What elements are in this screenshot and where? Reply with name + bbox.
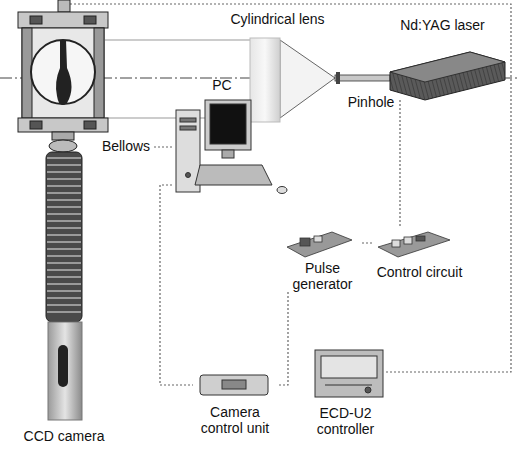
equipment-node: Camera control unit (193, 372, 277, 436)
bellows-rib (47, 171, 81, 173)
component-label: Control circuit (376, 265, 464, 280)
signal-wire (160, 185, 193, 385)
component-label: Pulse generator (283, 261, 362, 292)
bellows-rib (47, 227, 81, 229)
pinhole-tube (335, 72, 390, 84)
cylindrical-lens (250, 38, 280, 122)
laser-top (390, 52, 505, 82)
component-label: Cylindrical lens (229, 12, 325, 27)
component-label: Nd:YAG laser (399, 18, 486, 33)
bellows-rib (47, 157, 81, 159)
bellows-rib (47, 269, 81, 271)
bellows-rib (47, 248, 81, 250)
bellows-rib (47, 234, 81, 236)
bellows-rib (47, 185, 81, 187)
bellows-rib (47, 241, 81, 243)
bellows-rib (47, 220, 81, 222)
component-label: CCD camera (23, 429, 106, 444)
equipment-node: Pulse generator (283, 228, 362, 292)
equipment-node: ECD-U2 controller (303, 345, 388, 437)
bellows-rib (47, 213, 81, 215)
signal-wire (70, 4, 511, 372)
bellows-rib (47, 283, 81, 285)
component-label: ECD-U2 controller (303, 406, 388, 437)
ecd-controller-box (315, 350, 383, 397)
equipment-node: Cylindrical lens (220, 12, 335, 34)
component-label: PC (211, 78, 232, 93)
component-label: Pinhole (347, 95, 396, 110)
signal-wire (277, 292, 288, 385)
equipment-node: Control circuit (372, 228, 467, 280)
bellows-rib (47, 199, 81, 201)
bellows-rib (47, 297, 81, 299)
bellows-rib (47, 164, 81, 166)
bellows-rib (47, 206, 81, 208)
personal-computer (176, 100, 287, 194)
combustion-chamber (18, 0, 108, 152)
equipment-node: Bellows (98, 138, 154, 156)
equipment-node: Pinhole (340, 94, 402, 112)
component-label: Camera control unit (193, 405, 277, 436)
signal-wire (399, 100, 400, 228)
component-label: Bellows (101, 139, 151, 154)
equipment-node: Nd:YAG laser (380, 18, 505, 100)
bellows-rib (47, 304, 81, 306)
bellows-rib (47, 311, 81, 313)
camera-control-box (200, 375, 268, 395)
signal-wire (154, 146, 172, 147)
bellows-rib (47, 192, 81, 194)
equipment-node: CCD camera (8, 320, 120, 444)
laser-head (390, 52, 505, 100)
bellows-rib (47, 255, 81, 257)
ccd-camera-body (48, 322, 82, 420)
signal-wire (362, 242, 372, 243)
bellows-body (46, 152, 82, 322)
bellows-rib (47, 290, 81, 292)
bellows-rib (47, 276, 81, 278)
control-circuit-board (378, 232, 450, 257)
bellows-rib (47, 262, 81, 264)
pulse-generator-unit (287, 232, 352, 257)
bellows-rib (47, 178, 81, 180)
equipment-node: PC (172, 78, 272, 193)
